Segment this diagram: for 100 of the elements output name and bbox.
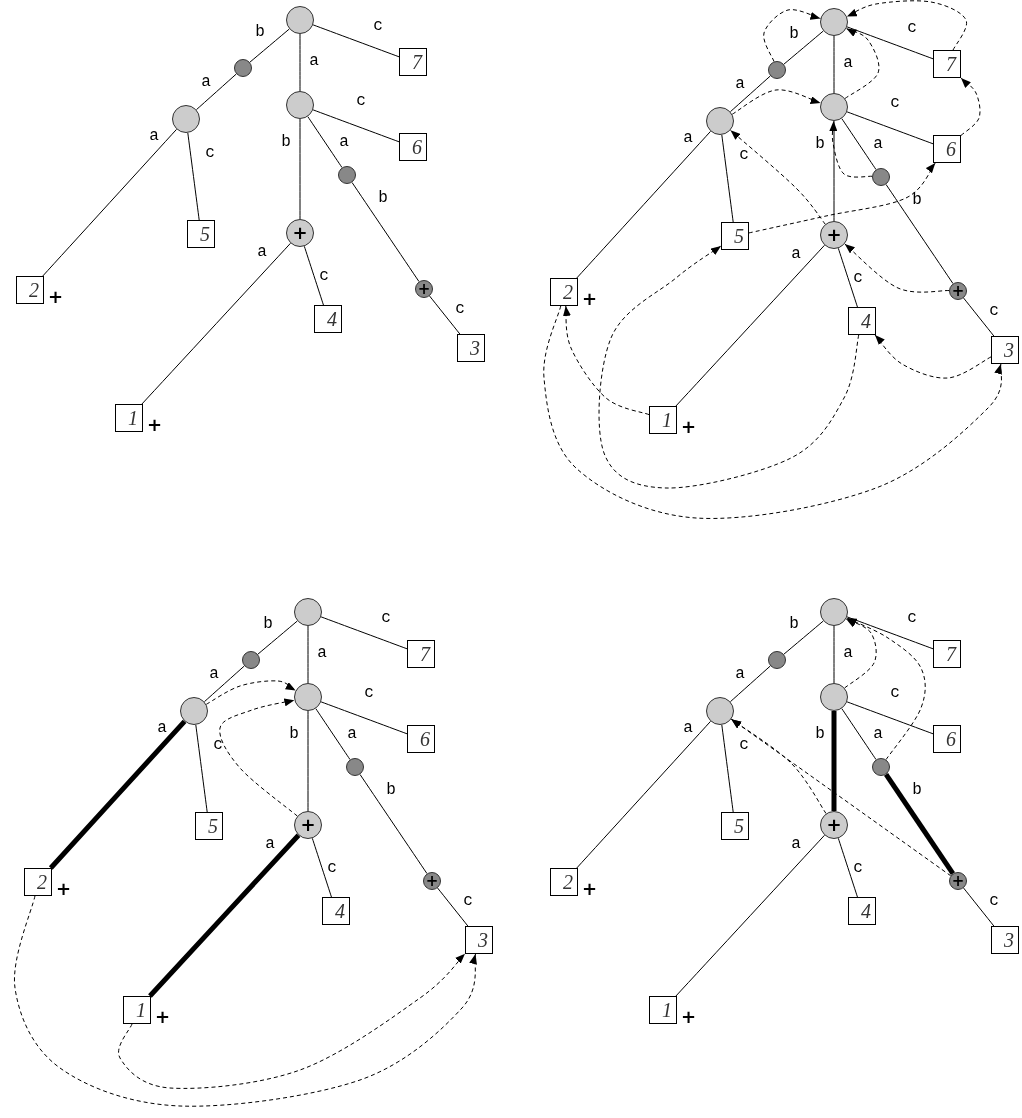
edge-label: a xyxy=(791,836,801,852)
edge-label: c xyxy=(853,860,863,876)
leaf-box: 4 xyxy=(322,897,350,925)
leaf-box: 1 xyxy=(649,406,677,434)
edge-label: a xyxy=(683,720,693,736)
edge-label: a xyxy=(265,836,275,852)
edge-label: a xyxy=(257,244,267,260)
tree-node xyxy=(346,758,364,776)
leaf-box: 4 xyxy=(848,307,876,335)
leaf-box: 3 xyxy=(991,926,1019,954)
edge-label: b xyxy=(281,134,291,150)
edge-label: b xyxy=(815,136,825,152)
edge-label: a xyxy=(201,74,211,90)
line xyxy=(721,724,734,813)
tree-node xyxy=(820,8,848,36)
line xyxy=(833,35,835,94)
dashed-arrow xyxy=(763,9,821,62)
line xyxy=(320,616,408,650)
tree-node: + xyxy=(820,811,848,839)
leaf-box: 3 xyxy=(465,926,493,954)
dashed-arrow xyxy=(844,618,877,689)
dashed-arrow xyxy=(118,953,466,1089)
line xyxy=(675,244,825,407)
edge-label: a xyxy=(317,645,327,661)
line xyxy=(187,132,200,221)
edge-label: a xyxy=(157,720,167,736)
leaf-box: 5 xyxy=(187,220,215,248)
dashed-arrow xyxy=(960,77,981,136)
leaf-box: 4 xyxy=(314,305,342,333)
edge-label: a xyxy=(791,246,801,262)
tree-node: + xyxy=(949,872,967,890)
tree-node xyxy=(706,697,734,725)
thick-line xyxy=(883,773,956,875)
leaf-box: 6 xyxy=(933,725,961,753)
edge-label: b xyxy=(789,26,799,42)
line xyxy=(833,625,835,684)
edge-label: c xyxy=(356,93,366,109)
dashed-arrow xyxy=(846,0,968,51)
edge-label: b xyxy=(255,24,265,40)
edge-label: b xyxy=(912,192,922,208)
tree-node: + xyxy=(423,872,441,890)
leaf-box: 5 xyxy=(721,812,749,840)
line xyxy=(320,701,408,735)
edge-label: b xyxy=(378,190,388,206)
edge-label: a xyxy=(309,53,319,69)
tree-node xyxy=(286,91,314,119)
edge-label: c xyxy=(205,145,215,161)
line xyxy=(833,120,835,222)
edge-label: a xyxy=(735,76,745,92)
leaf-box: 7 xyxy=(933,50,961,78)
line xyxy=(837,247,858,308)
leaf-box: 2 xyxy=(550,868,578,896)
edge-label: b xyxy=(912,782,922,798)
tree-node xyxy=(706,107,734,135)
edge-label: a xyxy=(149,128,159,144)
edge-label: c xyxy=(455,301,465,317)
line xyxy=(299,33,301,92)
tree-node xyxy=(768,61,786,79)
plus-sign: + xyxy=(582,880,598,898)
edge-label: a xyxy=(339,134,349,150)
edge-label: c xyxy=(319,268,329,284)
line xyxy=(846,111,934,145)
leaf-box: 2 xyxy=(16,276,44,304)
tree-node: + xyxy=(294,811,322,839)
leaf-box: 4 xyxy=(848,897,876,925)
tree-node xyxy=(872,758,890,776)
line xyxy=(846,26,934,60)
line xyxy=(307,625,309,684)
line xyxy=(576,130,712,279)
leaf-box: 6 xyxy=(933,135,961,163)
plus-sign: + xyxy=(582,290,598,308)
tree-node xyxy=(172,105,200,133)
tree-node xyxy=(872,168,890,186)
edge-label: c xyxy=(463,893,473,909)
edge-label: c xyxy=(327,860,337,876)
edge-label: c xyxy=(907,20,917,36)
tree-node xyxy=(180,697,208,725)
plus-sign: + xyxy=(681,418,697,436)
leaf-box: 7 xyxy=(933,640,961,668)
line xyxy=(299,118,301,220)
edge-label: c xyxy=(890,95,900,111)
edge-label: c xyxy=(213,737,223,753)
line xyxy=(312,24,400,58)
dashed-arrow xyxy=(730,129,826,225)
line xyxy=(307,710,309,812)
tree-node: + xyxy=(820,221,848,249)
edge-label: a xyxy=(843,55,853,71)
leaf-box: 7 xyxy=(407,640,435,668)
tree-node: + xyxy=(415,280,433,298)
dashed-arrow xyxy=(562,305,650,416)
leaf-box: 1 xyxy=(649,996,677,1024)
leaf-box: 1 xyxy=(123,996,151,1024)
edge-label: c xyxy=(890,685,900,701)
dashed-arrow xyxy=(844,243,950,293)
tree-node xyxy=(294,598,322,626)
line xyxy=(312,109,400,143)
edge-label: c xyxy=(381,610,391,626)
plus-sign: + xyxy=(48,288,64,306)
line xyxy=(203,665,245,703)
line xyxy=(837,837,858,898)
